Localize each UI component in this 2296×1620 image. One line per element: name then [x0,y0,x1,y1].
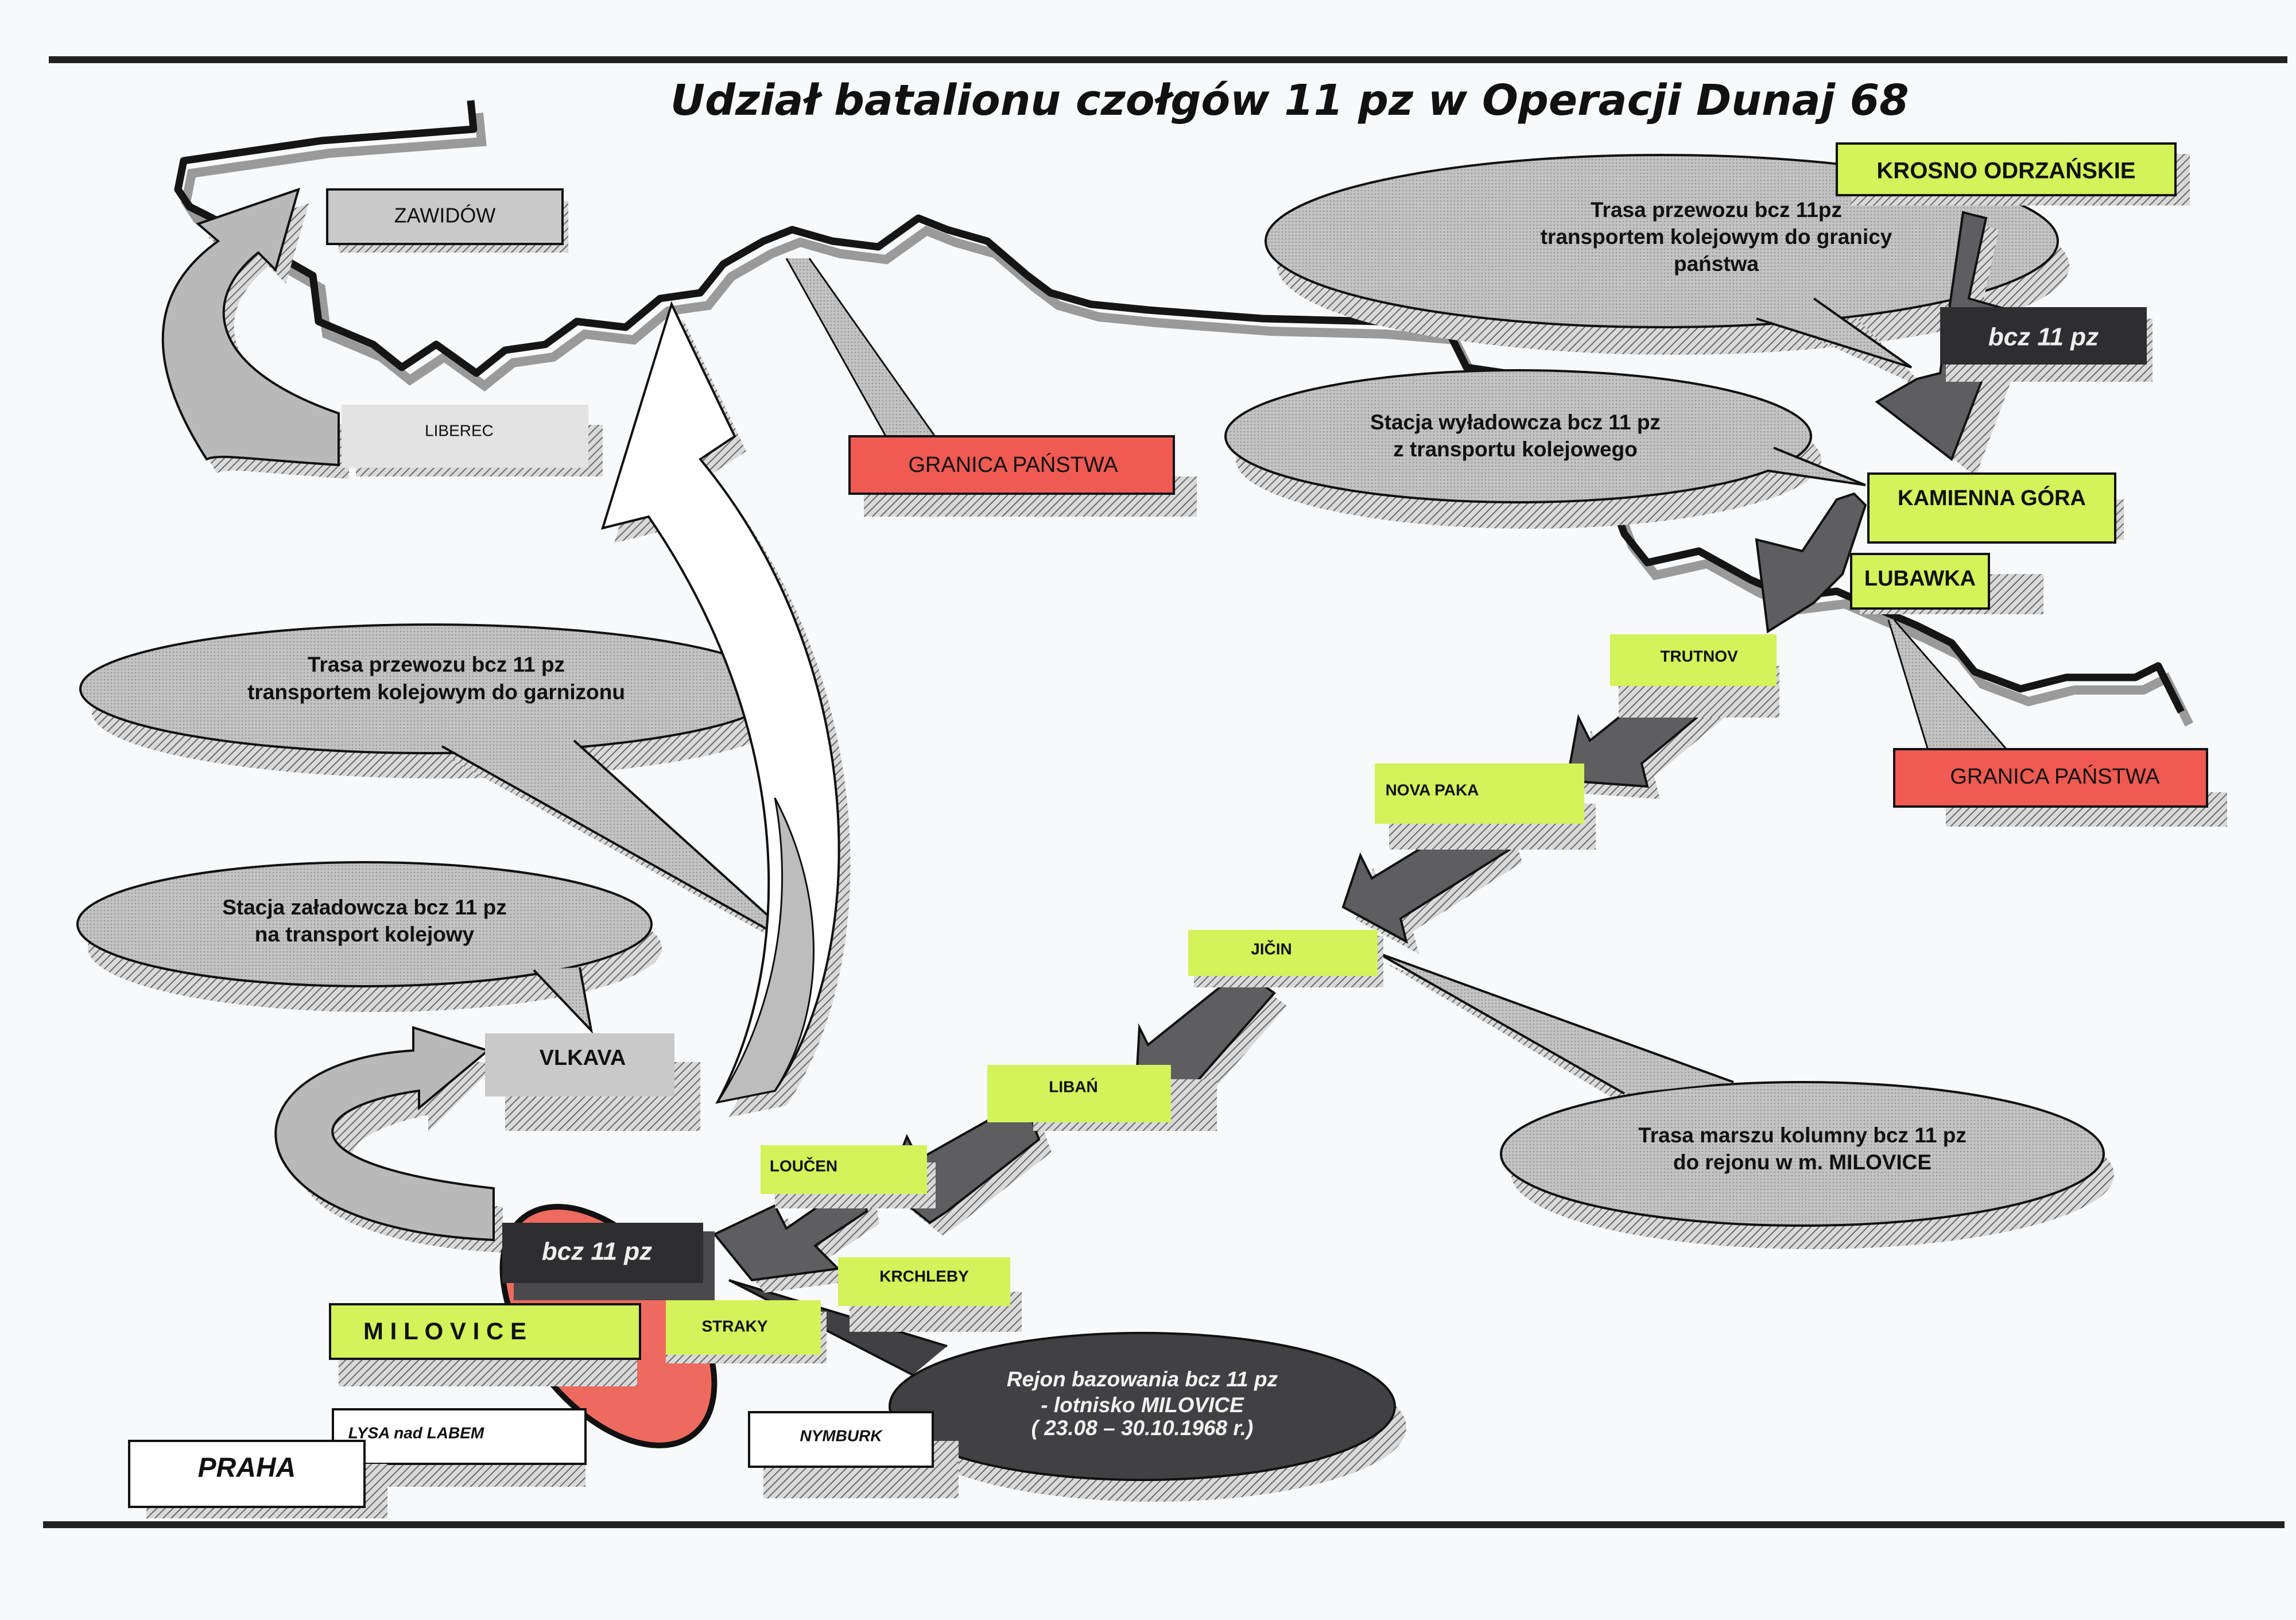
callout-base-area: Rejon bazowania bcz 11 pz - lotnisko MIL… [728,1279,1406,1502]
place-name-text: PRAHA [198,1453,296,1483]
bottom-rule [43,1521,2285,1528]
place-label-vlkava: VLKAVA [485,1033,700,1131]
place-label-krosno: KROSNO ODRZAŃSKIE [1836,142,2190,206]
place-label-granica-left: GRANICA PAŃSTWA [848,435,1197,517]
place-label-lubawka: LUBAWKA [1850,553,2043,614]
place-label-zawidow: ZAWIDÓW [326,188,568,253]
place-label-trutnov: TRUTNOV [1610,634,1779,718]
callout-line: Stacja załadowcza bcz 11 pz [222,896,507,919]
place-name-text: bcz 11 pz [542,1238,652,1266]
callout-unloading-station: Stacja wyładowcza bcz 11 pz z transportu… [1224,369,1866,529]
place-name-text: LYSA nad LABEM [348,1424,484,1441]
place-label-nova-paka: NOVA PAKA [1375,764,1596,850]
place-name-text: KAMIENNA GÓRA [1898,485,2086,510]
place-name-text: TRUTNOV [1660,647,1738,665]
place-name-text: STRAKY [701,1317,767,1335]
place-label-krchleby: KRCHLEBY [838,1257,1022,1332]
place-label-straky: STRAKY [666,1300,827,1363]
top-rule [49,56,2287,63]
place-name-text: KRCHLEBY [879,1267,969,1285]
place-label-kamienna-gora: KAMIENNA GÓRA [1867,472,2124,544]
rail-arrow-zawidow [161,187,349,479]
callout-line: Trasa przewozu bcz 11 pz [308,653,565,676]
callout-line: transportem kolejowym do granicy [1541,225,1892,249]
place-name-text: bcz 11 pz [1988,323,2099,351]
place-name-text: KROSNO ODRZAŃSKIE [1876,158,2135,184]
leader-line [785,258,949,455]
unit-box-bottom: bcz 11 pz [502,1223,715,1300]
place-name-text: NOVA PAKA [1386,781,1479,799]
callout-line: państwa [1674,252,1759,276]
callout-line: - lotnisko MILOVICE [1041,1393,1244,1417]
place-label-loucen: LOUČEN [761,1145,936,1208]
unit-box-top: bcz 11 pz [1940,307,2152,382]
callout-line: z transportu kolejowego [1393,437,1638,461]
route-arrow-kamienna-trutnov [1755,492,1867,634]
place-name-text: M I L O V I C E [363,1317,526,1344]
place-label-liban: LIBAŃ [987,1065,1217,1131]
callout-line: ( 23.08 – 30.10.1968 r.) [1031,1416,1254,1440]
place-label-nymburk: NYMBURK [748,1411,959,1498]
place-name-text: JIČIN [1251,939,1292,958]
callout-line: Stacja wyładowcza bcz 11 pz [1370,410,1661,434]
callout-rail-to-garrison: Trasa przewozu bcz 11 pz transportem kol… [79,623,819,963]
place-label-praha: PRAHA [128,1440,387,1518]
place-name-text: LIBAŃ [1049,1078,1098,1095]
rail-arrow-to-vlkava [274,1026,503,1253]
callout-line: Trasa przewozu bcz 11pz [1591,198,1842,222]
place-name-text: ZAWIDÓW [394,204,496,227]
callout-march-route: Trasa marszu kolumny bcz 11 pz do rejonu… [1377,952,2114,1249]
callout-line: do rejonu w m. MILOVICE [1673,1150,1932,1174]
place-name-text: LUBAWKA [1864,567,1976,591]
place-label-granica-right: GRANICA PAŃSTWA [1893,748,2227,827]
map-title: Udział batalionu czołgów 11 pz w Operacj… [670,76,1909,125]
place-label-liberec: LIBEREC [342,405,603,476]
callout-line: transportem kolejowym do garnizonu [247,680,625,704]
callout-line: na transport kolejowy [255,923,475,946]
rail-arrow-to-garrison [601,301,851,1117]
place-label-milovice: M I L O V I C E [329,1303,641,1386]
place-name-text: GRANICA PAŃSTWA [908,452,1118,477]
place-label-jicin: JIČIN [1188,930,1383,987]
place-label-lysa: LYSA nad LABEM [332,1408,587,1487]
place-name-text: VLKAVA [540,1046,626,1070]
callout-line: Rejon bazowania bcz 11 pz [1007,1367,1278,1391]
place-name-text: LIBEREC [425,421,494,439]
callout-line: Trasa marszu kolumny bcz 11 pz [1638,1123,1967,1147]
place-name-text: NYMBURK [800,1427,883,1444]
place-name-text: GRANICA PAŃSTWA [1950,764,2160,789]
place-name-text: LOUČEN [770,1156,837,1175]
callout-loading-station: Stacja załadowcza bcz 11 pz na transport… [76,861,662,1034]
